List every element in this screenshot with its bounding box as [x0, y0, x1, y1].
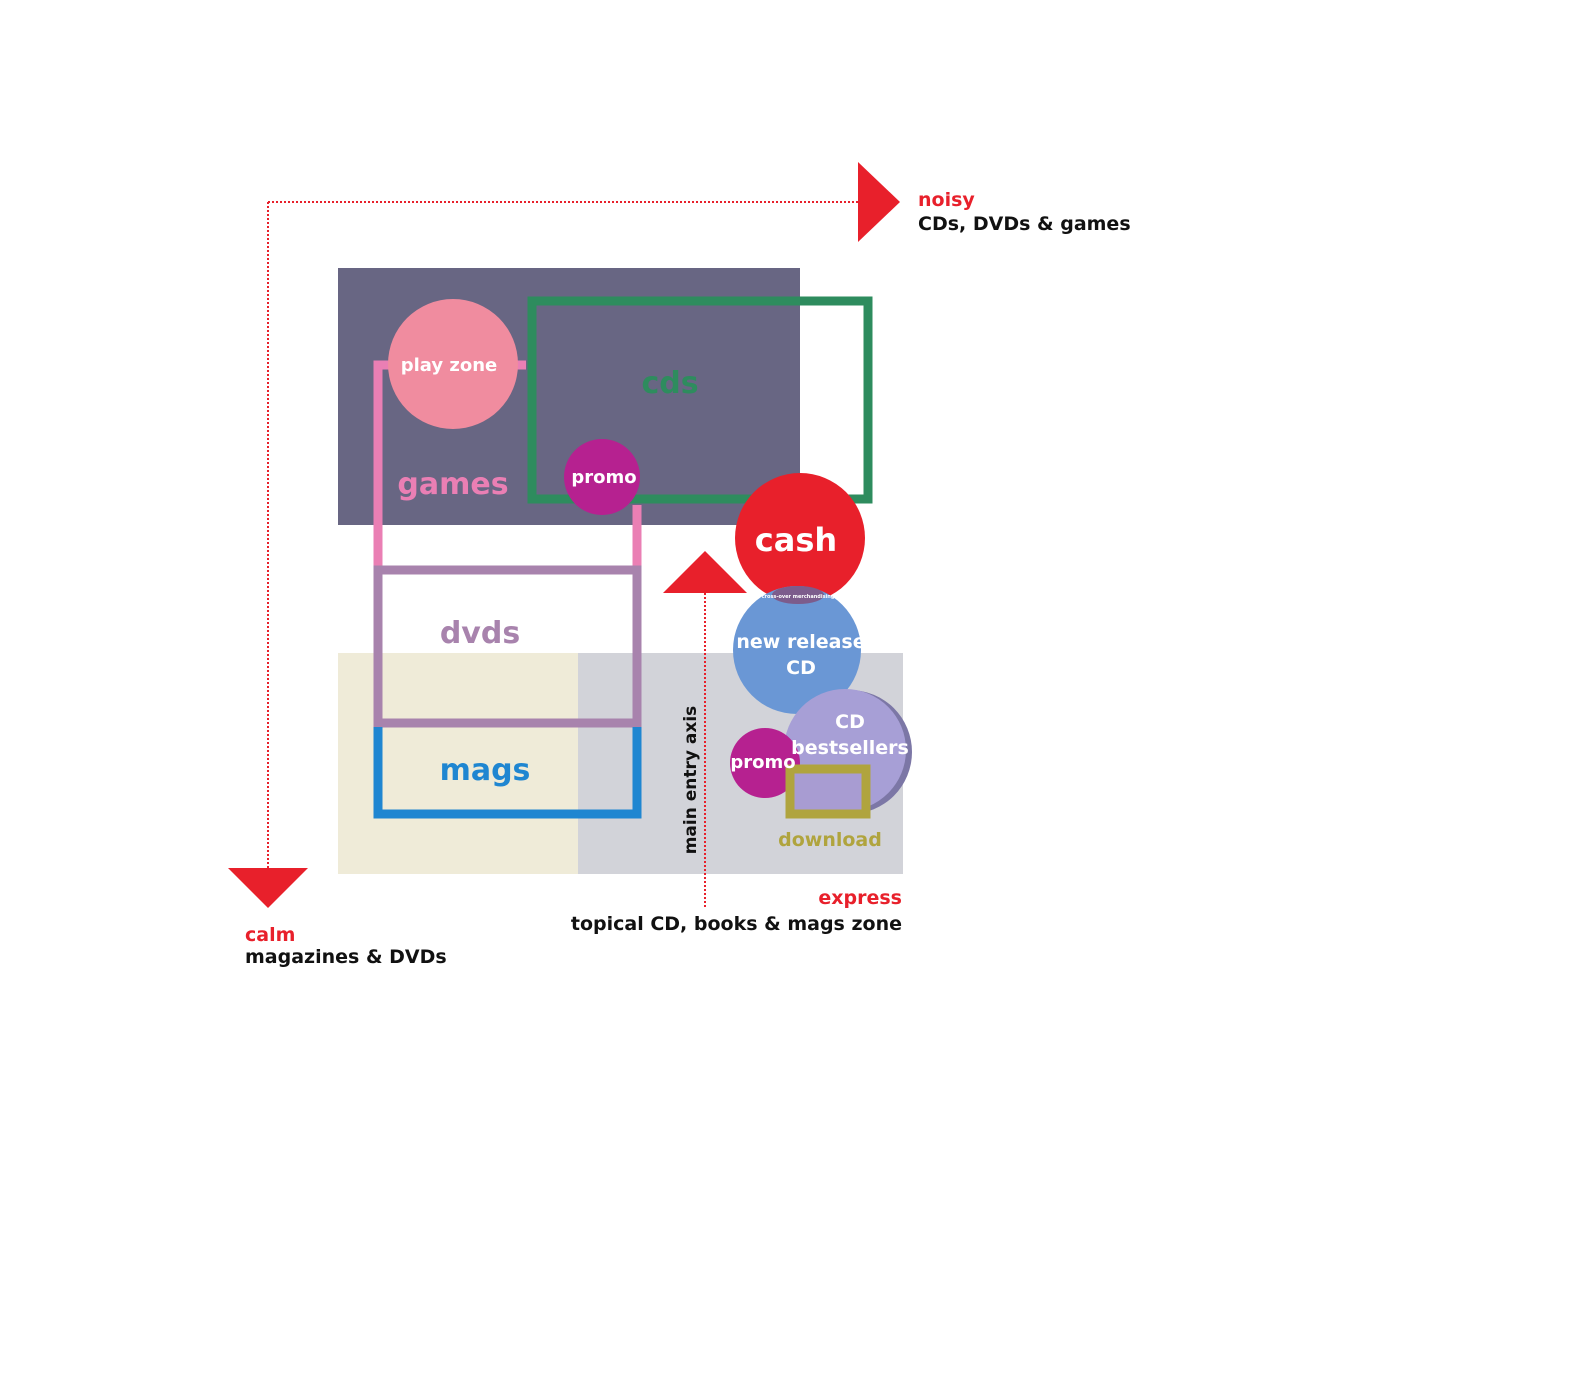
download-box — [785, 764, 871, 819]
mags-frame — [373, 727, 642, 819]
cds-frame — [527, 296, 873, 504]
new-release-circle — [733, 586, 861, 714]
play-zone-label: play zone — [401, 355, 498, 376]
cross-over-badge — [772, 586, 824, 604]
games-label: games — [397, 467, 508, 502]
express-subtitle: topical CD, books & mags zone — [571, 913, 902, 935]
download-label: download — [778, 829, 882, 851]
calm-subtitle: magazines & DVDs — [245, 946, 447, 968]
promo-bottom-label: promo — [730, 752, 795, 773]
bestsellers-line1: CD — [835, 711, 865, 733]
dvds-label: dvds — [440, 616, 520, 651]
calm-arrowhead — [228, 868, 308, 908]
promo-top-circle — [564, 439, 640, 515]
new-release-line1: new release — [736, 631, 865, 653]
cash-circle — [735, 473, 865, 603]
noisy-title: noisy — [918, 189, 975, 211]
cross-over-label: cross-over merchandising — [762, 594, 835, 600]
noisy-subtitle: CDs, DVDs & games — [918, 213, 1131, 235]
promo-bottom-circle — [730, 728, 800, 798]
dvds-frame — [373, 565, 642, 728]
play-zone-circle — [388, 299, 518, 429]
calm-title: calm — [245, 924, 295, 946]
express-title: express — [818, 887, 902, 909]
noisy-calm-axes — [228, 162, 900, 908]
cash-label: cash — [755, 521, 837, 559]
cds-label: cds — [641, 366, 698, 401]
entry-axis-label: main entry axis — [681, 706, 701, 855]
noisy-arrowhead — [858, 162, 900, 242]
mags-label: mags — [440, 753, 531, 788]
promo-top-label: promo — [571, 467, 636, 488]
bestsellers-line2: bestsellers — [791, 737, 909, 759]
entry-arrowhead — [663, 551, 747, 593]
new-release-line2: CD — [786, 657, 816, 679]
